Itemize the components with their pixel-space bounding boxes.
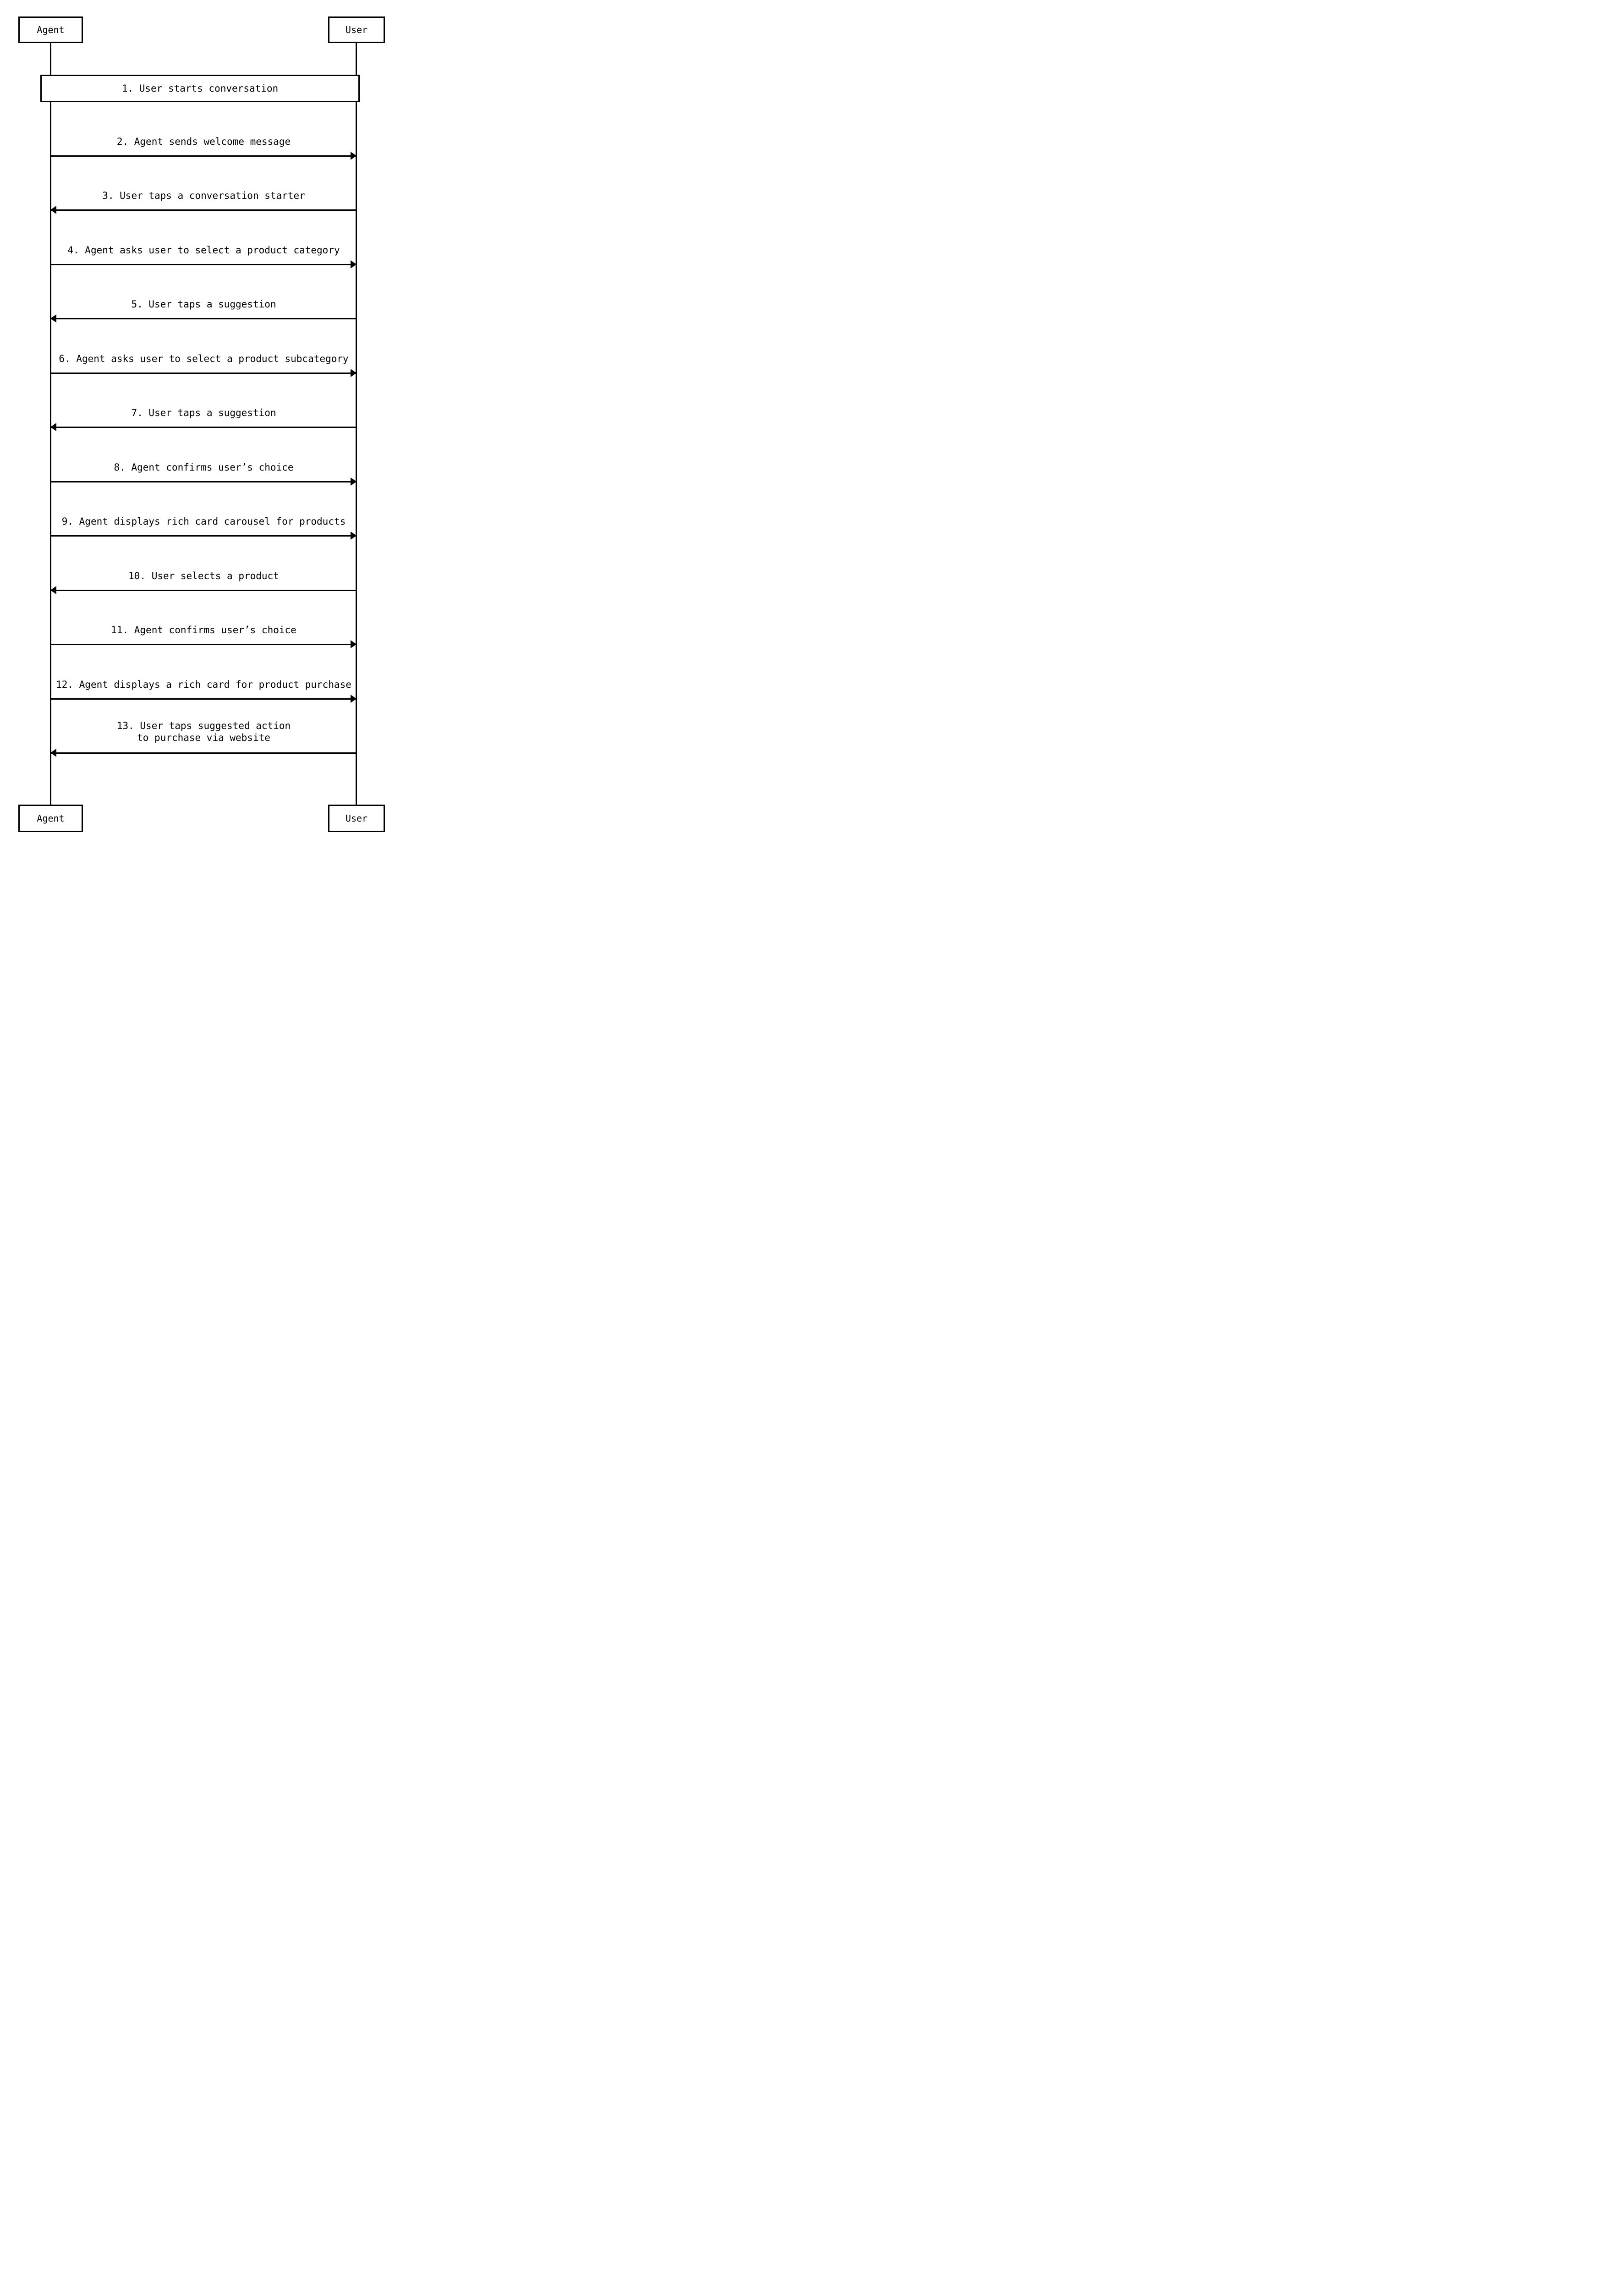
arrowhead-right-icon	[351, 152, 357, 160]
arrowhead-right-icon	[351, 369, 357, 377]
message-line	[51, 264, 357, 265]
message-line	[51, 590, 357, 591]
actor-label-agent: Agent	[37, 813, 65, 824]
message-label: 10. User selects a product	[128, 570, 279, 581]
actor-box-agent-top: Agent	[18, 16, 83, 43]
arrowhead-left-icon	[50, 206, 56, 214]
message-label-line-2: to purchase via website	[137, 732, 270, 743]
message-line	[51, 481, 357, 482]
message-line	[51, 155, 357, 157]
arrowhead-left-icon	[50, 586, 56, 594]
message-label: 5. User taps a suggestion	[131, 299, 276, 310]
note-label: 1. User starts conversation	[121, 83, 279, 94]
message-label: 4. Agent asks user to select a product c…	[67, 245, 340, 256]
message-label: 11. Agent confirms user’s choice	[111, 625, 296, 636]
message-label: 8. Agent confirms user’s choice	[114, 462, 294, 473]
sequence-diagram: Agent User 1. User starts conversation 2…	[0, 0, 406, 852]
arrowhead-left-icon	[50, 423, 56, 431]
message-label: 3. User taps a conversation starter	[102, 190, 305, 201]
lifeline-user	[356, 43, 357, 805]
message-line	[51, 535, 357, 537]
actor-box-user-bottom: User	[328, 805, 385, 832]
actor-label-user: User	[345, 24, 368, 35]
message-line	[51, 752, 357, 754]
message-line	[51, 373, 357, 374]
actor-label-user: User	[345, 813, 368, 824]
arrowhead-right-icon	[351, 477, 357, 486]
note-banner: 1. User starts conversation	[40, 75, 360, 102]
message-label: 13. User taps suggested action to purcha…	[51, 720, 357, 744]
message-label: 9. Agent displays rich card carousel for…	[61, 516, 346, 527]
arrowhead-right-icon	[351, 260, 357, 269]
actor-box-user-top: User	[328, 16, 385, 43]
arrowhead-right-icon	[351, 695, 357, 703]
message-line	[51, 427, 357, 428]
actor-label-agent: Agent	[37, 24, 65, 35]
message-line	[51, 209, 357, 211]
actor-box-agent-bottom: Agent	[18, 805, 83, 832]
message-line	[51, 698, 357, 700]
message-line	[51, 644, 357, 645]
arrowhead-left-icon	[50, 314, 56, 323]
message-label: 2. Agent sends welcome message	[116, 136, 291, 147]
message-line	[51, 318, 357, 319]
message-label: 7. User taps a suggestion	[131, 407, 276, 418]
message-label: 6. Agent asks user to select a product s…	[59, 353, 349, 364]
arrowhead-right-icon	[351, 640, 357, 648]
message-label: 12. Agent displays a rich card for produ…	[56, 679, 351, 690]
arrowhead-right-icon	[351, 532, 357, 540]
arrowhead-left-icon	[50, 749, 56, 757]
message-label-line-1: 13. User taps suggested action	[116, 720, 291, 731]
